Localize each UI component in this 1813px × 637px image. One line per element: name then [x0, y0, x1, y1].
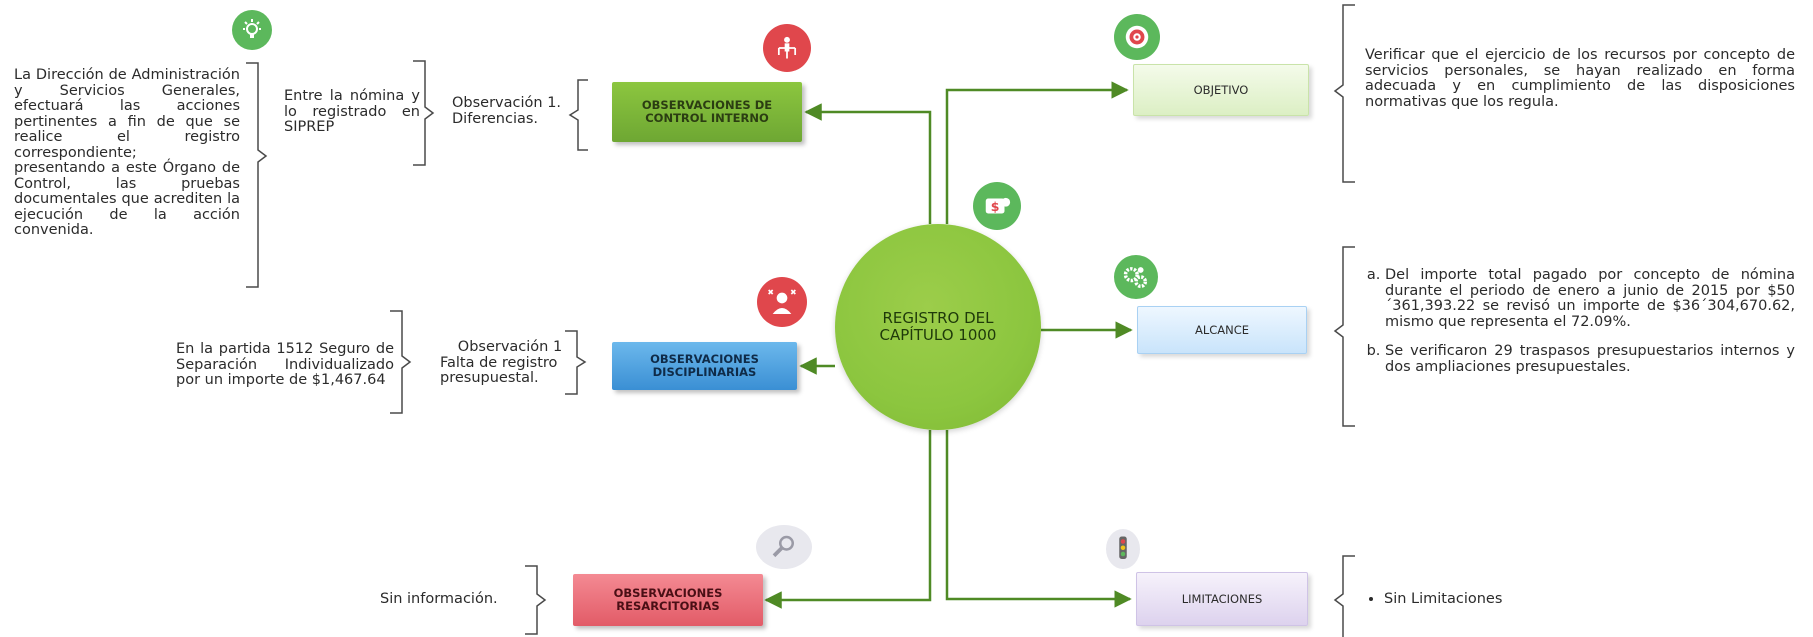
- bracket-control-detail: [413, 60, 435, 166]
- target-icon: [1114, 14, 1160, 60]
- line-limitaciones: [945, 430, 1132, 608]
- node-control-line2: CONTROL INTERNO: [645, 111, 769, 125]
- person-alert-icon: [757, 277, 807, 327]
- control-action-text: La Dirección de Administración y Servici…: [14, 67, 240, 239]
- line-resarcitorias: [764, 430, 932, 609]
- control-action-p1: La Dirección de Administración y Servici…: [14, 67, 240, 161]
- node-objetivo-label: OBJETIVO: [1193, 82, 1249, 97]
- traffic-light-icon: [1106, 529, 1140, 569]
- node-limitaciones-label: LIMITACIONES: [1181, 591, 1263, 606]
- node-disciplinarias-line2: DISCIPLINARIAS: [652, 365, 757, 379]
- bracket-disciplinarias-detail: [390, 310, 412, 414]
- alcance-item: Se verificaron 29 traspasos presupuestar…: [1385, 343, 1795, 375]
- control-observation-l1: Observación 1.: [452, 95, 562, 111]
- bracket-control-action: [246, 62, 268, 288]
- node-limitaciones: LIMITACIONES: [1136, 572, 1308, 626]
- money-icon: $: [973, 182, 1021, 230]
- limitaciones-text: Sin Limitaciones: [1366, 591, 1666, 608]
- line-control: [804, 103, 932, 224]
- limitaciones-list: Sin Limitaciones: [1366, 591, 1666, 608]
- gears-icon: [1114, 255, 1158, 299]
- alcance-item: Del importe total pagado por concepto de…: [1385, 267, 1795, 330]
- center-title-line2: CAPÍTULO 1000: [879, 326, 997, 344]
- bracket-resarcitorias: [525, 565, 547, 635]
- control-observation-l2: Diferencias.: [452, 110, 539, 127]
- lightbulb-icon: [232, 10, 272, 50]
- control-observation-text: Observación 1. Diferencias.: [452, 95, 572, 127]
- node-alcance-label: ALCANCE: [1194, 322, 1250, 337]
- node-resarcitorias-line1: OBSERVACIONES: [613, 586, 723, 600]
- disciplinarias-observation-l1: Observación 1: [457, 339, 563, 355]
- alcance-text: Del importe total pagado por concepto de…: [1361, 267, 1795, 389]
- node-control-line1: OBSERVACIONES DE: [641, 98, 773, 112]
- node-objetivo: OBJETIVO: [1133, 64, 1309, 116]
- bracket-control-observation: [568, 79, 588, 151]
- node-resarcitorias-line2: RESARCITORIAS: [616, 599, 720, 613]
- bracket-limitaciones: [1333, 555, 1355, 637]
- control-action-p2: presentando a este Órgano de Control, la…: [14, 160, 240, 238]
- disciplinarias-observation-l2: Falta de registro presupuestal.: [440, 354, 558, 386]
- node-disciplinarias-line1: OBSERVACIONES: [650, 352, 759, 366]
- center-title-line1: REGISTRO DEL: [882, 309, 994, 327]
- disciplinarias-observation-text: Observación 1 Falta de registro presupue…: [440, 339, 580, 387]
- disciplinarias-detail-text: En la partida 1512 Seguro de Separación …: [176, 341, 394, 388]
- line-objetivo: [945, 81, 1129, 224]
- svg-text:$: $: [991, 199, 1000, 214]
- control-detail-text: Entre la nómina y lo registrado en SIPRE…: [284, 88, 420, 135]
- magnifier-icon: [756, 525, 812, 569]
- objetivo-text: Verificar que el ejercicio de los recurs…: [1365, 47, 1795, 110]
- node-alcance: ALCANCE: [1137, 306, 1307, 354]
- bracket-objetivo: [1333, 4, 1355, 183]
- center-node: REGISTRO DEL CAPÍTULO 1000: [835, 224, 1041, 430]
- bracket-alcance: [1333, 246, 1355, 427]
- limitaciones-item: Sin Limitaciones: [1384, 591, 1666, 608]
- bracket-disciplinarias-observation: [565, 330, 587, 395]
- alcance-list: Del importe total pagado por concepto de…: [1361, 267, 1795, 375]
- resarcitorias-detail-text: Sin información.: [380, 591, 498, 607]
- org-chart-icon: [763, 24, 811, 72]
